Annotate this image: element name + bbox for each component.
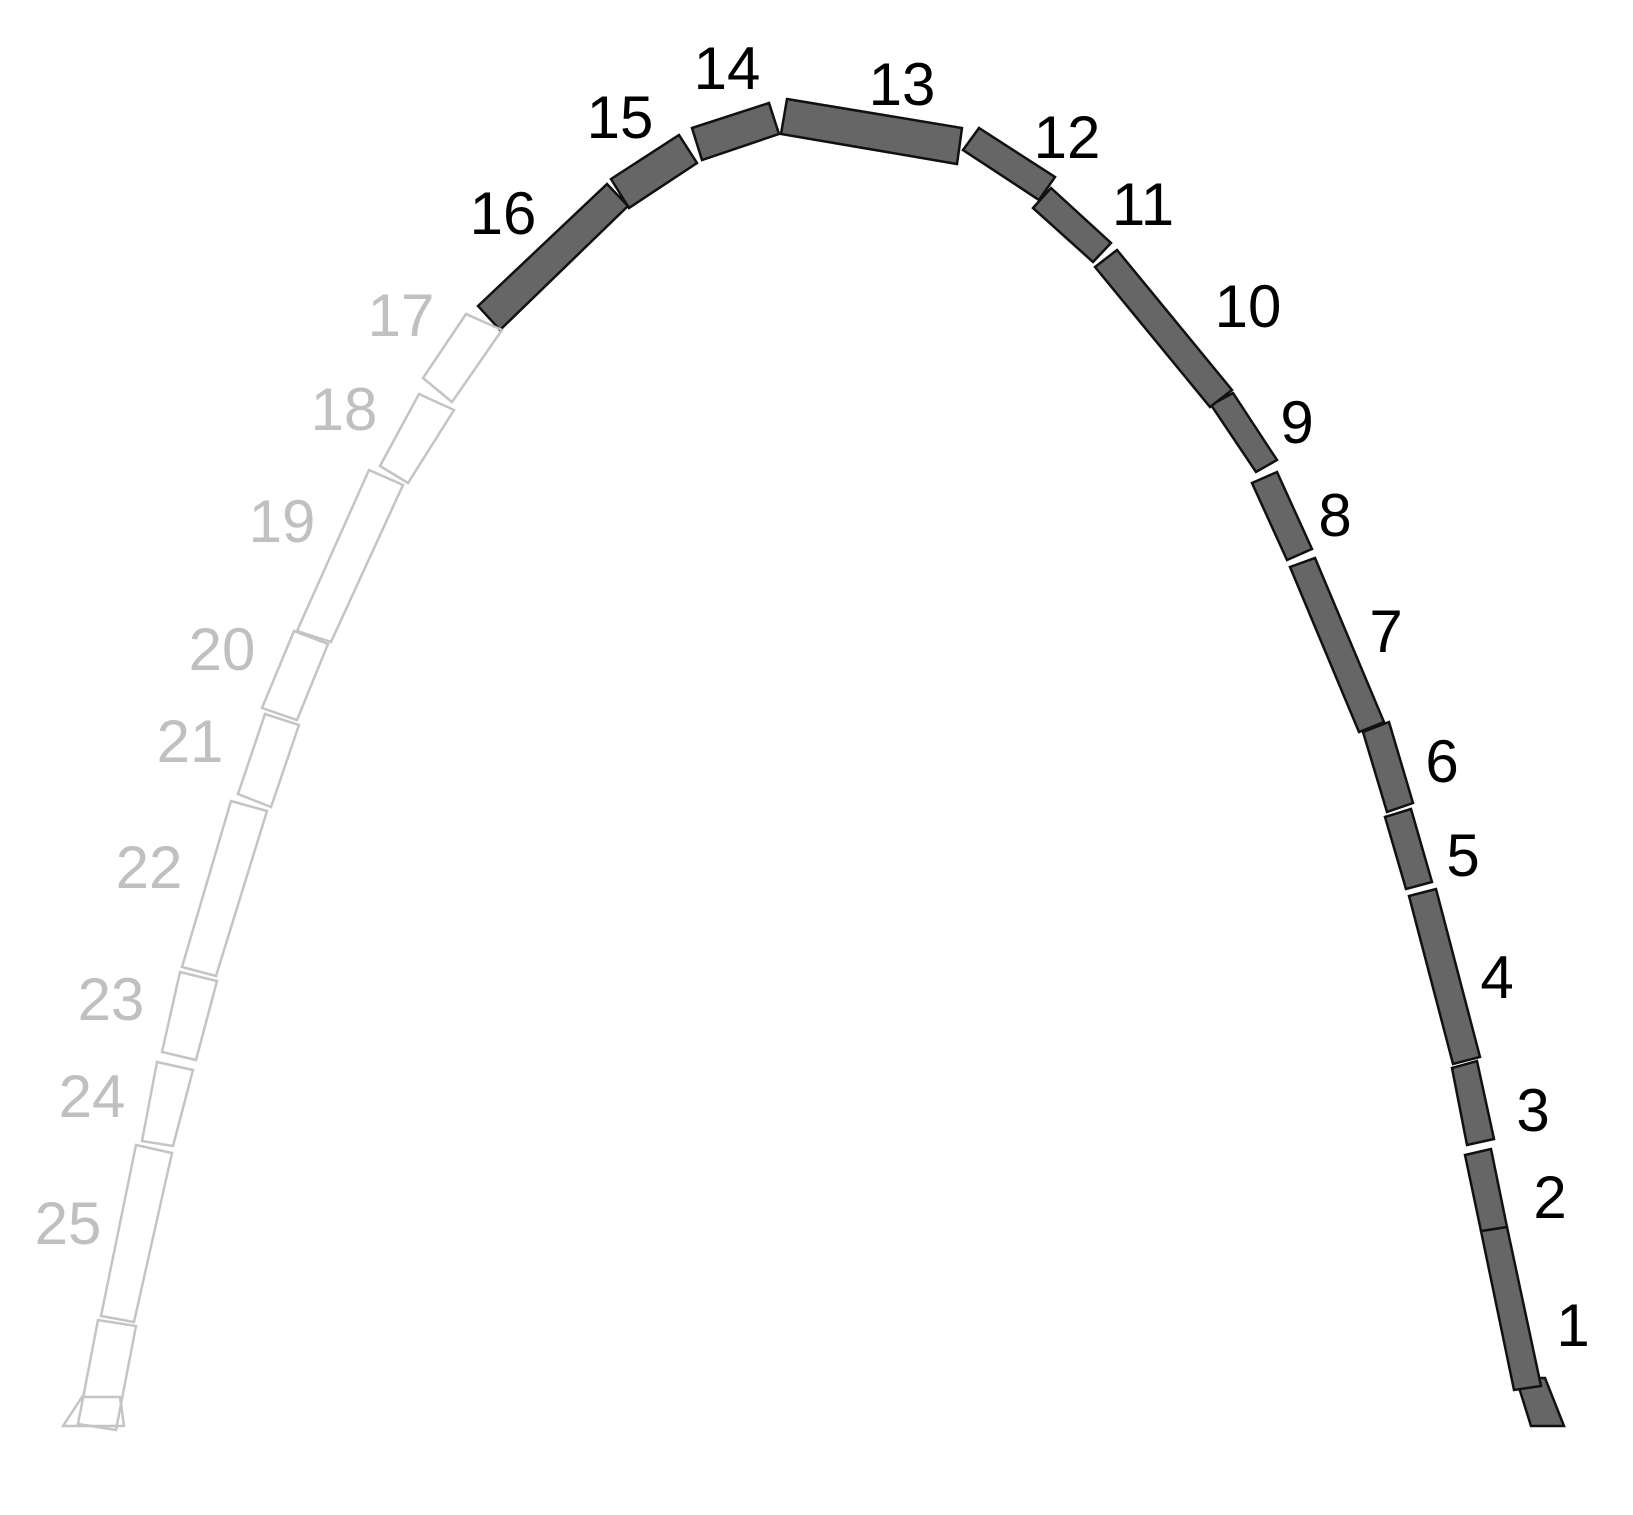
segment-label-17: 17	[368, 282, 435, 349]
segment-16	[476, 182, 630, 332]
segment-label-4: 4	[1480, 944, 1513, 1011]
segment-13	[779, 97, 964, 166]
segment-label-7: 7	[1369, 598, 1402, 665]
segment-12	[961, 126, 1057, 202]
segment-24	[140, 1060, 195, 1148]
segment-21	[236, 712, 301, 809]
segment-label-21: 21	[157, 708, 224, 775]
segment-label-2: 2	[1533, 1164, 1566, 1231]
segment-10	[1093, 248, 1234, 409]
segment-20	[260, 629, 330, 722]
right-base-foot	[1514, 1376, 1566, 1428]
segment-label-15: 15	[587, 84, 654, 151]
segment-label-6: 6	[1425, 728, 1458, 795]
segment-label-3: 3	[1516, 1077, 1549, 1144]
segment-label-20: 20	[189, 616, 256, 683]
segment-1	[1479, 1225, 1543, 1392]
segment-5	[1383, 807, 1434, 891]
segment-25	[99, 1143, 174, 1324]
segment-7	[1288, 556, 1386, 734]
segment-label-19: 19	[249, 488, 316, 555]
segment-label-12: 12	[1034, 104, 1101, 171]
segment-3	[1450, 1059, 1496, 1147]
segment-6	[1361, 720, 1415, 814]
segment-label-23: 23	[78, 966, 145, 1033]
segment-18	[378, 392, 456, 485]
left-base-foot	[60, 1395, 126, 1428]
segment-label-11: 11	[1112, 171, 1174, 238]
segment-label-25: 25	[35, 1190, 102, 1257]
segment-11	[1031, 186, 1113, 264]
segment-2	[1463, 1147, 1509, 1233]
segment-8	[1250, 470, 1314, 562]
segment-label-13: 13	[869, 51, 936, 118]
segment-23	[160, 970, 219, 1062]
segment-22	[180, 799, 269, 978]
segment-19	[295, 468, 405, 644]
segment-label-16: 16	[470, 180, 537, 247]
segment-label-18: 18	[311, 376, 378, 443]
segment-bottom-left	[76, 1318, 138, 1432]
segment-label-8: 8	[1318, 482, 1351, 549]
segment-15	[609, 133, 699, 210]
segment-label-24: 24	[59, 1063, 126, 1130]
segment-label-1: 1	[1556, 1292, 1589, 1359]
segment-17	[421, 312, 504, 404]
segment-label-10: 10	[1215, 273, 1282, 340]
segment-4	[1407, 887, 1482, 1066]
segment-9	[1209, 391, 1279, 474]
segment-14	[690, 101, 781, 162]
segment-label-14: 14	[694, 35, 761, 102]
segment-label-9: 9	[1280, 389, 1313, 456]
segment-label-22: 22	[116, 834, 183, 901]
segment-label-5: 5	[1446, 822, 1479, 889]
